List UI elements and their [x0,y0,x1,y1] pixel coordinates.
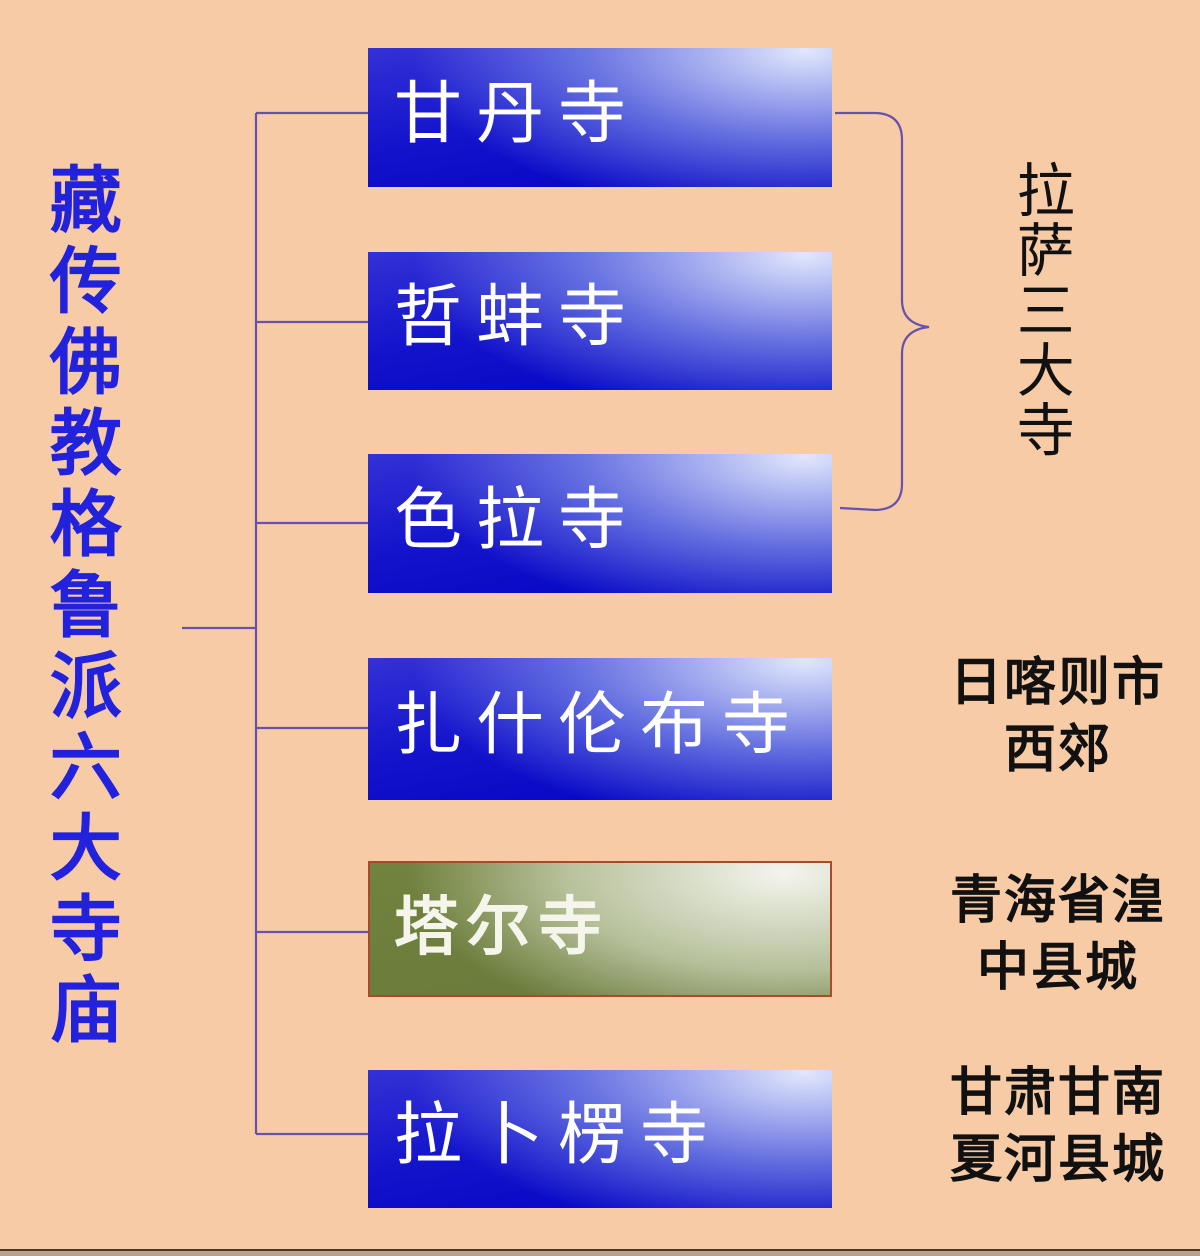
label-gansu-line1: 甘肃甘南 [949,1064,1166,1122]
node-tashilhunpo: 扎什伦布寺 [368,658,832,800]
label-qinghai-line1: 青海省湟 [949,872,1166,930]
node-sera-label: 色拉寺 [394,481,641,558]
label-qinghai-location: 青海省湟 中县城 [908,868,1200,1002]
label-shigatse-location: 日喀则市 西郊 [908,650,1200,784]
node-drepung-label: 哲蚌寺 [394,279,641,355]
label-qinghai-line2: 中县城 [976,939,1139,997]
node-taer-label: 塔尔寺 [394,891,610,963]
label-shigatse-line2: 西郊 [1003,721,1112,779]
node-ganden: 甘丹寺 [368,48,832,187]
node-ganden-label: 甘丹寺 [394,75,641,152]
diagram-title: 藏传佛教格鲁派六大寺庙 [38,162,119,1053]
node-labrang: 拉卜楞寺 [368,1070,832,1208]
node-labrang-label: 拉卜楞寺 [394,1097,723,1173]
label-lhasa-three-monasteries: 拉萨三大寺 [1007,160,1073,460]
slide-bottom-edge [0,1249,1200,1256]
label-gansu-line2: 夏河县城 [949,1131,1166,1189]
node-sera: 色拉寺 [368,454,832,593]
node-taer: 塔尔寺 [368,861,832,997]
lhasa-group-brace [835,111,930,512]
label-gansu-location: 甘肃甘南 夏河县城 [908,1060,1200,1194]
node-drepung: 哲蚌寺 [368,252,832,390]
label-shigatse-line1: 日喀则市 [949,654,1166,712]
node-tashilhunpo-label: 扎什伦布寺 [394,687,805,763]
